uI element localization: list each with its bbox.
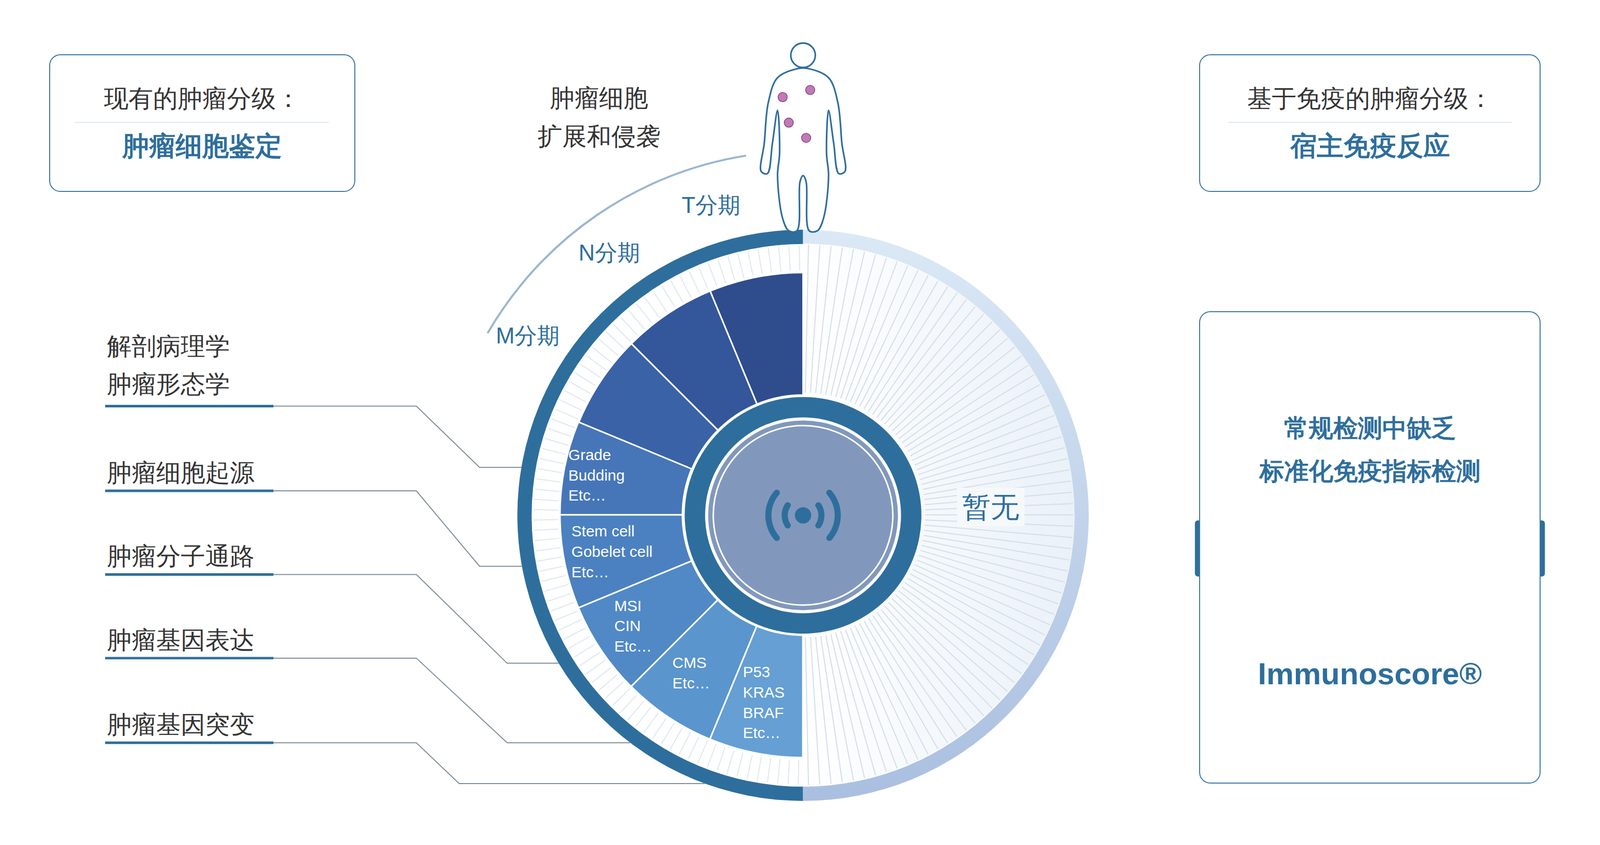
leader-line (273, 406, 522, 468)
category-label: 肿瘤细胞起源 (107, 454, 255, 493)
heading-box: 基于免疫的肿瘤分级： 宿主免疫反应 (1199, 54, 1542, 192)
tumor-dot (778, 92, 788, 102)
half-ring-shape (517, 229, 1089, 801)
half-ring: 暂无 (517, 229, 1089, 801)
wedge-label: CMS Etc… (672, 652, 710, 694)
wedge-label: Stem cell Gobelet cell Etc… (571, 521, 674, 583)
wedge-shape (517, 229, 1089, 801)
wedge-shape (517, 229, 1089, 801)
signal-dot (795, 507, 812, 524)
wedge-label: MSI CIN Etc… (614, 595, 652, 657)
signal-wave (815, 502, 825, 529)
brand-name: Immunoscore® (1210, 655, 1530, 693)
tumor-dot (801, 133, 811, 143)
leader-line (273, 742, 706, 784)
leader-line (273, 574, 559, 664)
panel-note: 常规检测中缺乏 标准化免疫指标检测 (1210, 407, 1530, 494)
leader-line (273, 491, 522, 567)
center-ring (684, 397, 922, 634)
center-gap (705, 417, 902, 614)
stage-label: T分期 (681, 187, 741, 223)
category-label: 肿瘤基因突变 (107, 706, 255, 744)
feature-wedge: Stem cell Gobelet cell Etc… (517, 229, 1089, 801)
box-subtitle: 肿瘤细胞鉴定 (75, 121, 329, 162)
feature-wedge: MSI CIN Etc… (517, 229, 1089, 801)
stage-label: M分期 (496, 318, 561, 354)
signal-wave (781, 502, 792, 529)
human-figure (760, 43, 846, 232)
feature-wedge: CMS Etc… (517, 229, 1089, 801)
wedge-shape (517, 229, 1089, 801)
stage-arc (486, 154, 747, 334)
heading-box: 现有的肿瘤分级： 肿瘤细胞鉴定 (49, 54, 356, 192)
figure-caption: 肿瘤细胞 扩展和侵袭 (537, 79, 661, 156)
stage-label: N分期 (578, 235, 640, 271)
target-circle (517, 229, 1089, 802)
label-underline (104, 656, 274, 660)
tumor-dot (784, 118, 794, 128)
box-heading: 基于免疫的肿瘤分级： (1227, 83, 1513, 114)
category-label: 肿瘤分子通路 (107, 537, 255, 576)
wedge-shape (517, 229, 1089, 801)
signal-wave (765, 489, 780, 542)
stage-wedge (578, 343, 718, 469)
empty-note: 暂无 (956, 487, 1025, 527)
tumor-dot (805, 85, 815, 95)
wedge-label: Grade Budding Etc… (568, 444, 625, 506)
feature-wedge: P53 KRAS BRAF Etc… (517, 229, 1089, 801)
signal-wave (826, 489, 841, 542)
label-underline (104, 573, 274, 576)
leader-line (273, 658, 631, 743)
wedge-label: P53 KRAS BRAF Etc… (742, 662, 785, 743)
wedge-shape (517, 229, 1089, 801)
label-underline (104, 489, 274, 493)
feature-wedge: Grade Budding Etc… (517, 229, 1089, 801)
label-underline (104, 404, 274, 408)
box-heading: 现有的肿瘤分级： (75, 83, 329, 114)
center-line (713, 425, 893, 606)
category-label: 肿瘤基因表达 (107, 621, 255, 660)
center-disc (708, 420, 899, 611)
label-underline (104, 741, 274, 745)
info-panel: 常规检测中缺乏 标准化免疫指标检测 Immunoscore® (1199, 311, 1542, 784)
box-subtitle: 宿主免疫反应 (1227, 121, 1513, 162)
category-label: 解剖病理学 肿瘤形态学 (107, 327, 230, 404)
